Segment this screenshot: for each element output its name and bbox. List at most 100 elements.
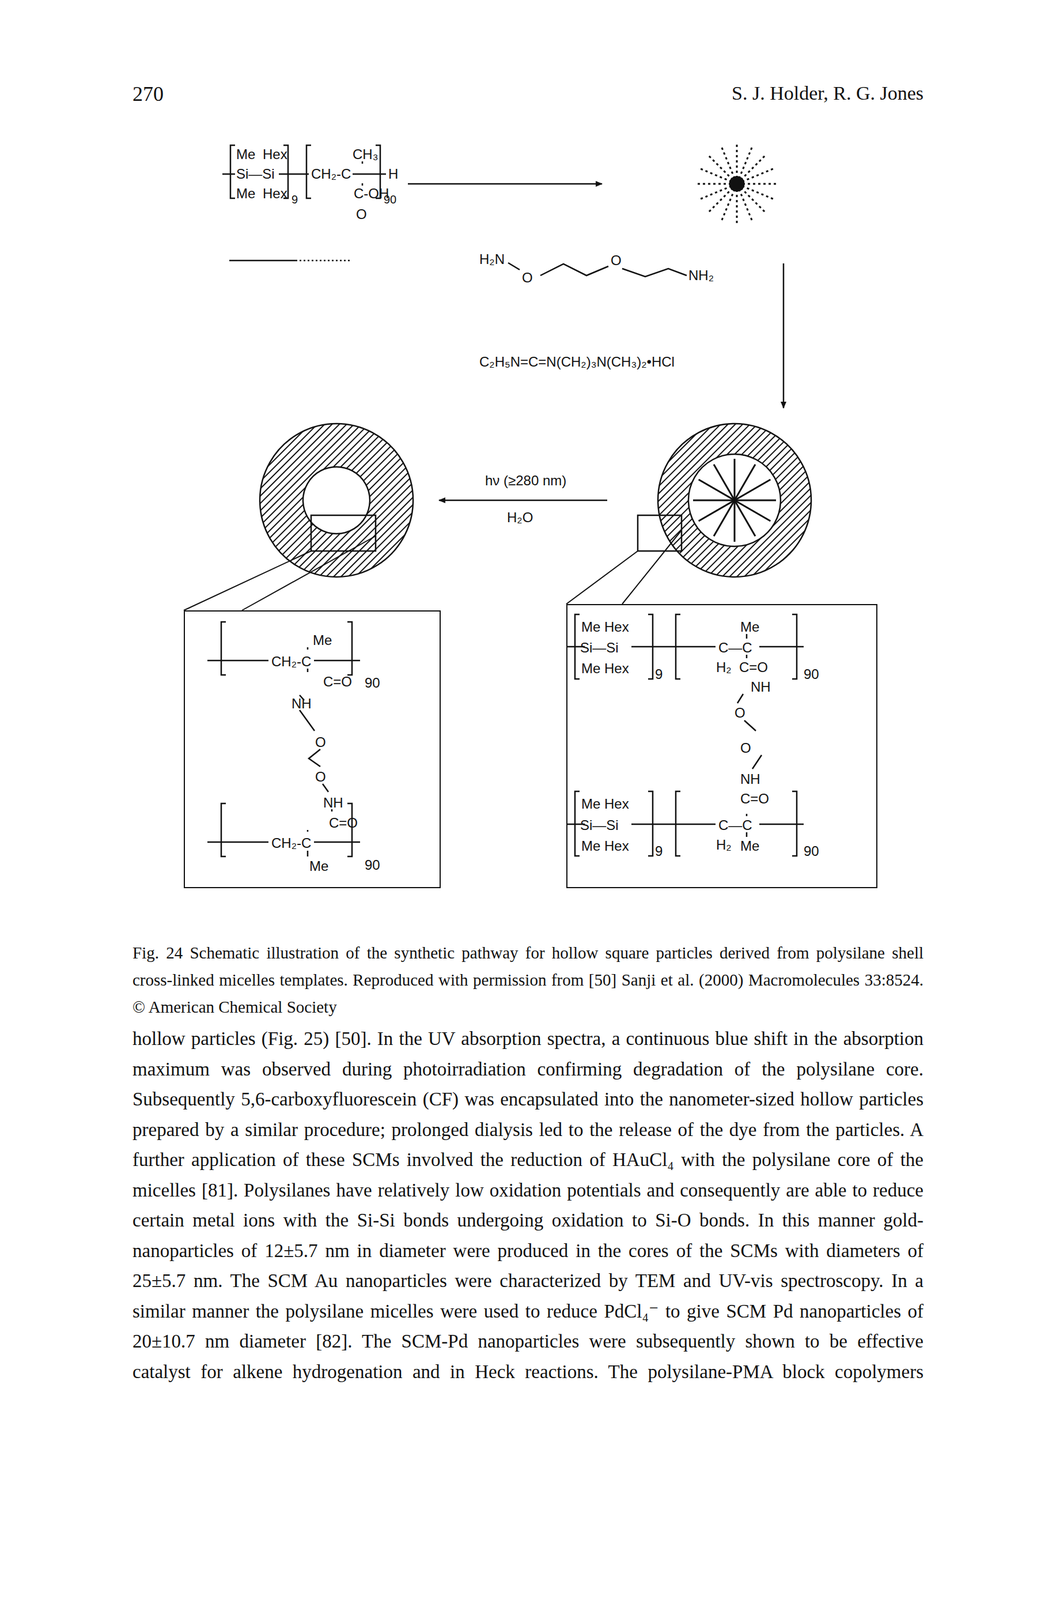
figure-caption: Fig. 24 Schematic illustration of the sy… [132,939,924,1021]
chem-label: C=O [739,660,768,675]
core-shell-micelle [566,423,812,604]
scheme-stroke [657,423,812,577]
chem-label: CH₂-C [271,654,312,669]
chem-label: Me [236,186,256,201]
chem-label: H₂N [479,252,505,267]
chem-label: Si—Si [580,640,619,655]
chem-label: 9 [291,193,298,206]
scheme-stroke [295,259,352,262]
chem-label: NH [323,795,344,810]
micelle-ray [720,145,735,179]
micelle-ray [742,183,779,185]
scheme-stroke [183,550,312,611]
chem-label: CH₃ [352,147,378,162]
chem-label: Me [312,633,332,647]
scheme-stroke [259,423,414,577]
chem-label: 90 [364,857,381,872]
core-ray [698,500,735,521]
micelle-ray [740,154,767,180]
core-ray [734,499,777,502]
chem-label: O [356,207,367,222]
micelle-ray [742,167,775,182]
chem-label: O [521,270,533,285]
chem-label: O [315,735,327,749]
chem-label: O [734,705,746,720]
scheme-stroke [229,259,296,262]
scheme-stroke [311,515,376,551]
chem-label: H₂ [716,837,732,852]
structure-box: Me HexSi—SiMe Hex9MeC—CH₂C=ONH90OONHC=OM… [566,603,878,888]
chem-label: CH₂-C [271,835,312,850]
body-text: hollow particles (Fig. 25) [50]. In the … [132,1023,924,1387]
star-micelle [695,142,779,226]
scheme-stroke [221,803,352,857]
chem-label: Me [740,838,760,853]
scheme-stroke [361,161,364,186]
chem-label: 90 [803,667,820,681]
scheme-stroke [782,263,785,408]
chem-label: H₂O [506,510,533,525]
chem-label: H [388,167,399,181]
micelle-ray [707,187,733,214]
chem-label: C—C [718,818,753,832]
polymer-bonds [222,145,386,261]
chem-label: H₂ [716,660,732,675]
core-ray [734,500,756,536]
chem-label: 90 [364,675,381,690]
scheme-stroke [241,535,376,611]
scheme-stroke [407,183,603,185]
core-ray [733,458,736,501]
scheme-stroke [693,458,777,542]
core-ray [733,500,736,542]
scheme-stroke [566,550,638,604]
scheme-stroke [438,499,608,502]
micelle-ray [698,186,732,200]
micelle-ray [695,183,732,185]
chem-label: 9 [655,843,663,858]
right-box-bonds [567,614,804,856]
core-ray [734,479,771,501]
core-ray [693,499,735,502]
micelle-ray [736,142,738,179]
micelle-ray [739,188,753,222]
chem-label: NH [750,679,771,694]
chem-label: O [740,740,752,755]
micelle-ray [736,189,738,226]
chem-label: NH₂ [688,268,714,283]
chem-label: Hex [262,186,288,201]
scheme-stroke [221,621,352,675]
chem-label: C=O [323,674,352,689]
scheme-stroke [307,808,332,832]
chem-label: O [610,253,622,268]
chem-label: NH [291,696,312,711]
micelle-ray [742,186,775,200]
chem-label: CH₂-C [311,167,351,181]
chem-label: O [315,769,327,784]
micelle-ray [720,188,735,222]
chem-label: C—C [718,640,753,655]
chem-label: Me [309,858,329,873]
scheme-stroke [737,693,762,769]
structure-box: MeCH₂-CC=ONH90OONHC=OCH₂-CMe90 [183,610,441,888]
micelle-ray [707,154,733,180]
left-box-bonds [207,621,361,857]
chem-label: C₂H₅N=C=N(CH₂)₃N(CH₃)₂•HCl [479,354,675,369]
hollow-micelle [183,423,414,611]
chem-label: Me [740,619,760,634]
scheme-stroke [622,530,682,604]
running-head: 270 [132,83,164,105]
chem-label: C=O [328,815,358,830]
chem-label: Me Hex [581,619,630,634]
chem-label: Hex [262,147,288,162]
core-ray [713,464,735,501]
micelle-ray [698,167,732,182]
scheme-stroke [637,515,682,551]
micelle-ray [740,187,767,214]
chem-label: C=O [740,791,770,806]
chem-label: 90 [383,193,397,206]
chem-label: Si—Si [580,818,619,832]
chem-label: Me [236,147,256,162]
chem-label: 90 [803,843,820,858]
chem-label: 9 [655,667,663,681]
